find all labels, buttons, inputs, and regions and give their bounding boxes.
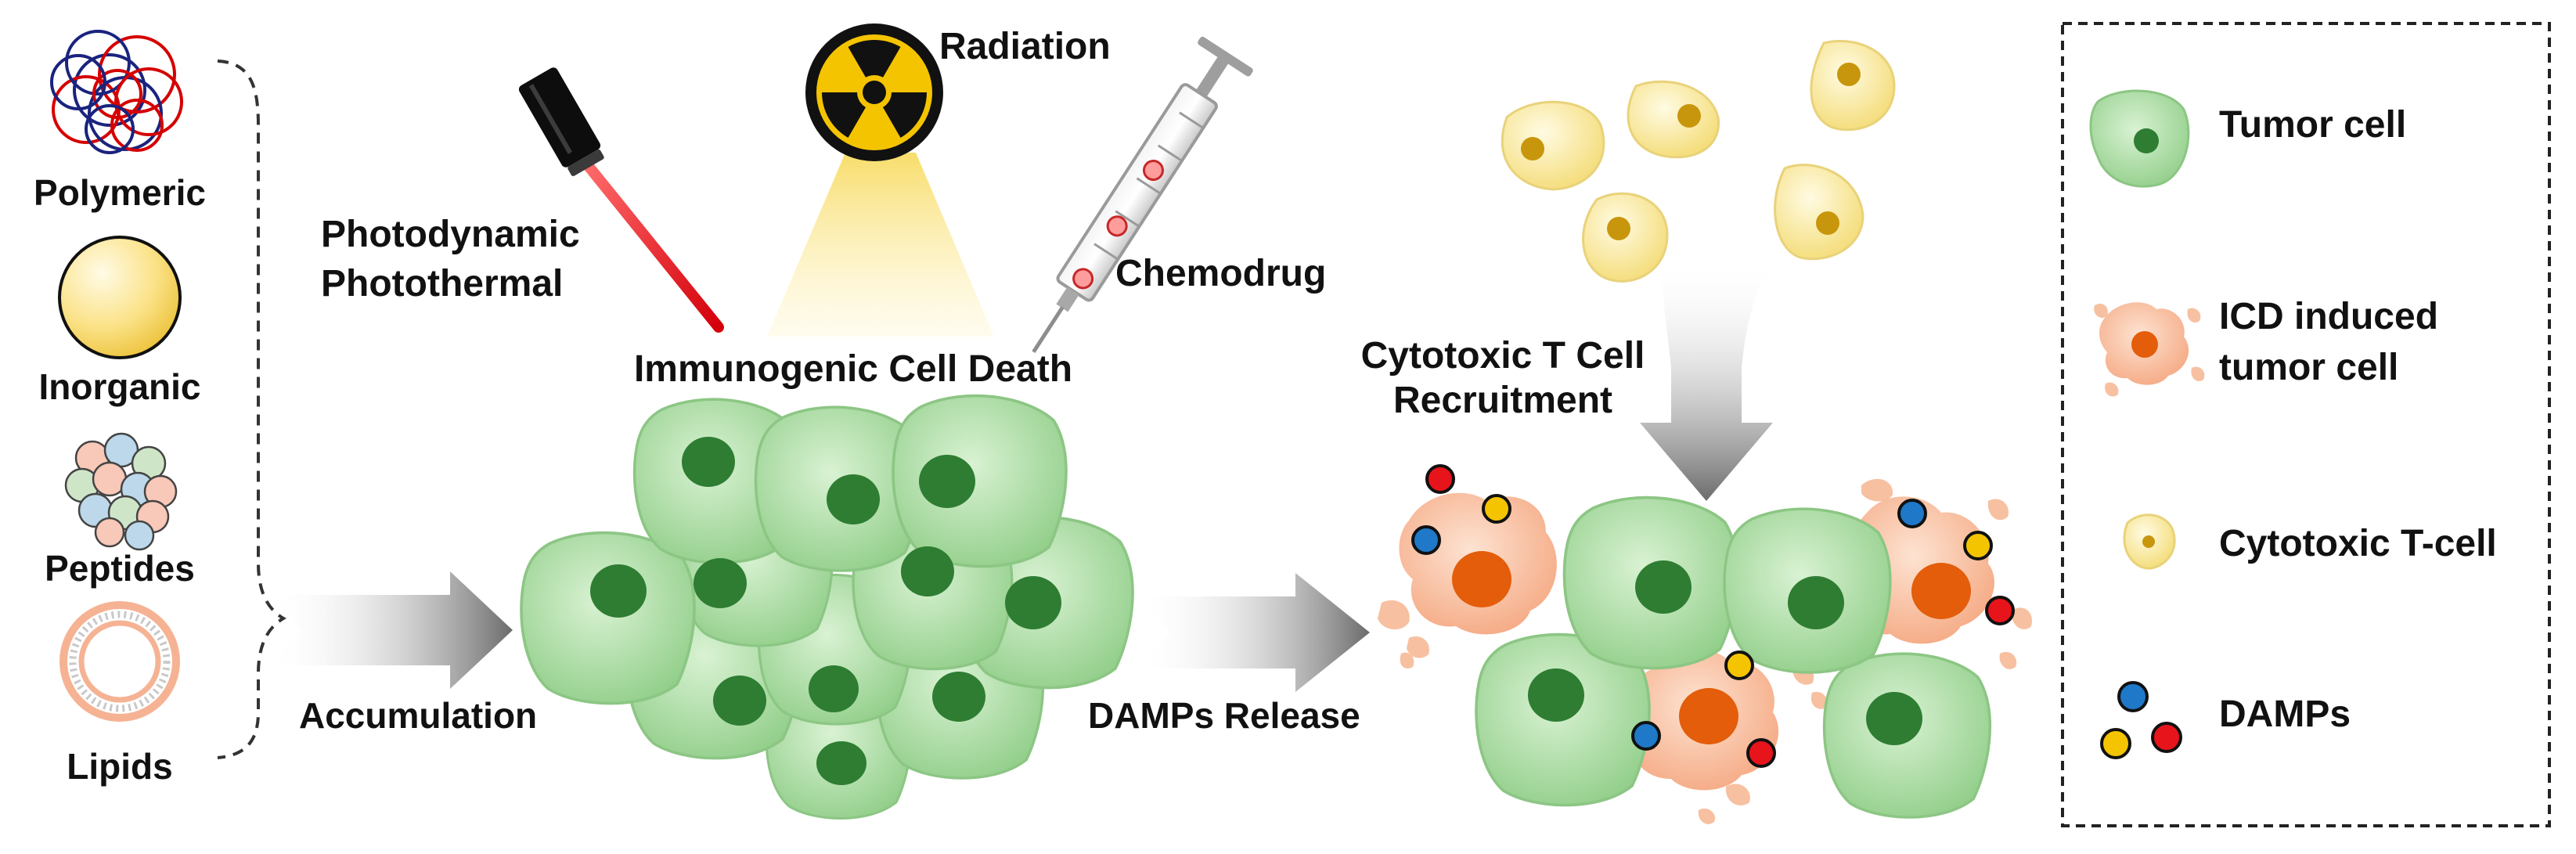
liposome-icon bbox=[59, 601, 180, 722]
nanocarrier-polymeric: Polymeric bbox=[34, 30, 206, 213]
damp-red bbox=[1425, 464, 1455, 494]
damp-red bbox=[1746, 738, 1776, 768]
legend-icd-cell: ICD induced tumor cell bbox=[2094, 296, 2438, 397]
accumulation-arrow bbox=[270, 571, 513, 689]
damps-particles bbox=[1411, 464, 2015, 768]
radiation-beam bbox=[767, 153, 994, 337]
label-lipids: Lipids bbox=[67, 746, 172, 787]
inorganic-sphere-icon bbox=[58, 236, 182, 359]
icd-debris bbox=[1378, 478, 2032, 824]
damps-icon bbox=[2100, 681, 2182, 759]
legend-label-damps: DAMPs bbox=[2219, 694, 2351, 735]
legend-label-icd-line1: ICD induced bbox=[2219, 296, 2438, 337]
label-peptides: Peptides bbox=[45, 548, 195, 589]
label-photothermal: Photothermal bbox=[321, 263, 563, 304]
peptides-cluster-icon bbox=[64, 432, 178, 551]
tcell bbox=[1627, 80, 1720, 159]
polymeric-icon bbox=[50, 30, 183, 154]
laser-device bbox=[518, 67, 724, 333]
label-immunogenic-cell-death: Immunogenic Cell Death bbox=[634, 348, 1072, 390]
damp-blue bbox=[1411, 525, 1441, 555]
legend-tumor-cell: Tumor cell bbox=[2089, 89, 2406, 188]
label-damps-release: DAMPs Release bbox=[1088, 695, 1360, 736]
damp-blue bbox=[1631, 721, 1661, 751]
label-cytotoxic-t-cell: Cytotoxic T Cell bbox=[1361, 335, 1645, 377]
legend-tcell: Cytotoxic T-cell bbox=[2123, 513, 2497, 570]
nanocarrier-bracket bbox=[217, 59, 286, 759]
damp-red bbox=[1985, 596, 2015, 625]
radiation-hazard-icon bbox=[805, 23, 943, 161]
label-chemodrug: Chemodrug bbox=[1115, 253, 1326, 294]
tcell-group bbox=[1501, 39, 1896, 283]
right-tumor-nuclei bbox=[1528, 560, 1922, 745]
tcell bbox=[1810, 39, 1896, 132]
legend-label-tumor: Tumor cell bbox=[2219, 104, 2406, 146]
nanocarrier-peptides: Peptides bbox=[45, 432, 195, 589]
tcell bbox=[1582, 192, 1669, 283]
tcell bbox=[1501, 100, 1605, 191]
laser-pointer-icon bbox=[518, 67, 604, 176]
label-radiation: Radiation bbox=[939, 26, 1111, 67]
recruitment-arrow bbox=[1640, 258, 1781, 501]
icd-tumor-cell bbox=[1399, 492, 1557, 635]
tumor-nuclei bbox=[590, 437, 1061, 785]
tumor-cell bbox=[520, 531, 696, 705]
legend-label-icd-line2: tumor cell bbox=[2219, 347, 2398, 388]
tcell bbox=[1774, 164, 1864, 261]
damp-yellow bbox=[1482, 494, 1511, 524]
nanocarrier-inorganic: Inorganic bbox=[38, 236, 201, 407]
icd-tumor-cell bbox=[1628, 648, 1779, 791]
label-inorganic: Inorganic bbox=[38, 366, 200, 407]
label-recruitment: Recruitment bbox=[1393, 380, 1612, 421]
legend: Tumor cell ICD induced tumor cell Cytoto… bbox=[2061, 22, 2551, 827]
laser-beam bbox=[582, 159, 724, 333]
damp-yellow bbox=[1963, 531, 1993, 560]
radiation-source bbox=[767, 23, 994, 337]
legend-box bbox=[2061, 22, 2551, 827]
legend-label-tcell: Cytotoxic T-cell bbox=[2219, 523, 2497, 564]
damps-release-arrow bbox=[1139, 573, 1370, 692]
legend-damps: DAMPs bbox=[2100, 681, 2351, 759]
label-photodynamic: Photodynamic bbox=[321, 214, 580, 255]
syringe-icon bbox=[1032, 36, 1253, 353]
label-polymeric: Polymeric bbox=[34, 172, 206, 213]
label-accumulation: Accumulation bbox=[299, 695, 537, 736]
damp-blue bbox=[1897, 499, 1927, 528]
damp-yellow bbox=[1724, 650, 1754, 680]
nanocarrier-lipids: Lipids bbox=[59, 601, 180, 787]
